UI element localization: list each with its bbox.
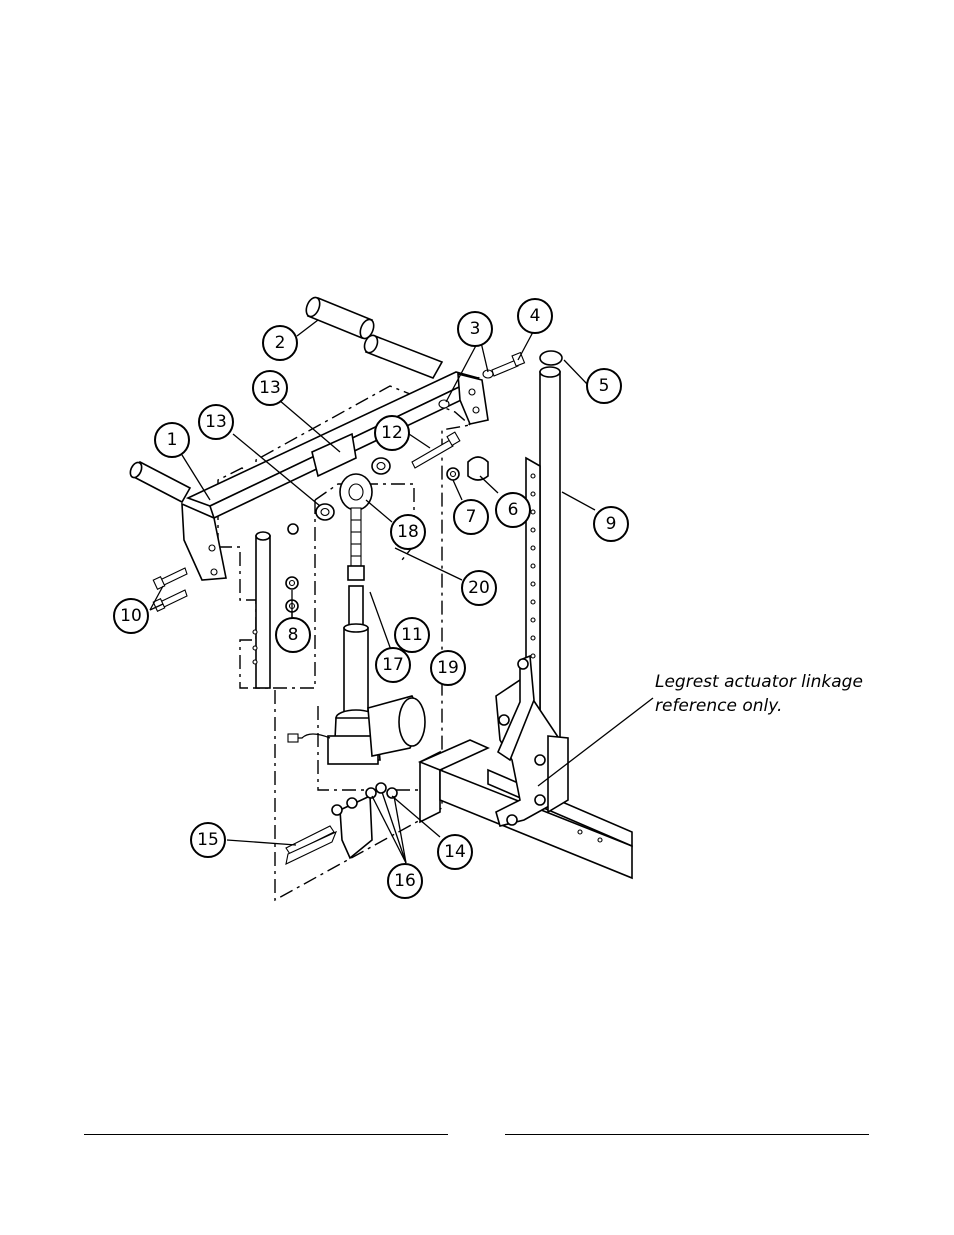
callout-8: 8 bbox=[275, 617, 311, 653]
legrest-linkage-reference bbox=[417, 654, 633, 880]
footer-rule-right bbox=[505, 1134, 869, 1135]
svg-text:19: 19 bbox=[437, 658, 459, 678]
svg-text:17: 17 bbox=[382, 655, 404, 675]
svg-text:15: 15 bbox=[197, 830, 219, 850]
mounting-bracket-frame bbox=[181, 371, 489, 581]
lower-bracket-hardware bbox=[285, 782, 398, 865]
callout-1: 1 bbox=[154, 422, 190, 458]
svg-text:9: 9 bbox=[606, 514, 617, 534]
svg-text:14: 14 bbox=[444, 842, 466, 862]
callout-4: 4 bbox=[517, 298, 553, 334]
callout-7: 7 bbox=[453, 499, 489, 535]
bolt-parts bbox=[152, 567, 188, 612]
svg-text:6: 6 bbox=[508, 500, 519, 520]
svg-text:13: 13 bbox=[259, 378, 281, 398]
reference-note-line-1: Legrest actuator linkage bbox=[655, 672, 863, 692]
callout-5: 5 bbox=[586, 368, 622, 404]
cross-tube-part bbox=[129, 296, 444, 504]
callout-9: 9 bbox=[593, 506, 629, 542]
svg-text:10: 10 bbox=[120, 606, 142, 626]
svg-text:7: 7 bbox=[466, 507, 477, 527]
callout-2: 2 bbox=[262, 325, 298, 361]
callout-12: 12 bbox=[374, 415, 410, 451]
svg-text:18: 18 bbox=[397, 522, 419, 542]
callout-20: 20 bbox=[461, 570, 497, 606]
callout-15: 15 bbox=[190, 822, 226, 858]
hardware-upper-right bbox=[411, 351, 526, 481]
actuator-assembly bbox=[287, 473, 426, 765]
svg-text:13: 13 bbox=[205, 412, 227, 432]
reference-note-line-2: reference only. bbox=[655, 696, 782, 716]
callout-13-lower: 13 bbox=[198, 404, 234, 440]
nut-parts bbox=[285, 523, 299, 613]
svg-text:11: 11 bbox=[401, 625, 423, 645]
svg-text:16: 16 bbox=[394, 871, 416, 891]
left-vertical-tube bbox=[252, 531, 271, 689]
callout-18: 18 bbox=[390, 514, 426, 550]
callout-11: 11 bbox=[394, 617, 430, 653]
callout-13-upper: 13 bbox=[252, 370, 288, 406]
svg-text:20: 20 bbox=[468, 578, 490, 598]
callout-14: 14 bbox=[437, 834, 473, 870]
spacer-parts bbox=[315, 457, 391, 521]
leader-lines bbox=[149, 319, 654, 864]
callout-10: 10 bbox=[113, 598, 149, 634]
callout-6: 6 bbox=[495, 492, 531, 528]
callout-3: 3 bbox=[457, 311, 493, 347]
callout-16: 16 bbox=[387, 863, 423, 899]
svg-text:3: 3 bbox=[470, 319, 481, 339]
svg-text:4: 4 bbox=[530, 306, 541, 326]
svg-text:1: 1 bbox=[167, 430, 178, 450]
callout-17: 17 bbox=[375, 647, 411, 683]
svg-text:2: 2 bbox=[275, 333, 286, 353]
svg-text:12: 12 bbox=[381, 423, 403, 443]
svg-text:8: 8 bbox=[288, 625, 299, 645]
callout-19: 19 bbox=[430, 650, 466, 686]
svg-text:5: 5 bbox=[599, 376, 610, 396]
footer-rule-left bbox=[84, 1134, 448, 1135]
